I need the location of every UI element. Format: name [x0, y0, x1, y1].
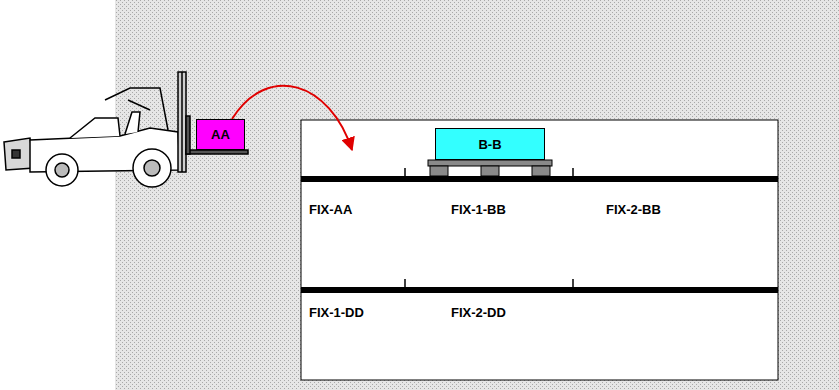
load-box: AA — [196, 119, 245, 150]
position-label: FIX-2-DD — [450, 305, 507, 320]
dotted-ground — [115, 0, 839, 390]
pallet — [428, 160, 552, 176]
position-label: FIX-2-BB — [605, 202, 662, 217]
lower-rail — [301, 287, 778, 293]
slot-tick — [572, 279, 574, 287]
position-label: FIX-1-BB — [450, 202, 507, 217]
box-label: AA — [211, 127, 230, 142]
forklift — [4, 72, 248, 187]
slot-tick — [404, 168, 406, 176]
rack-panel — [301, 120, 778, 380]
position-label: FIX-AA — [308, 202, 353, 217]
slot-tick — [572, 168, 574, 176]
move-arrow — [232, 86, 352, 150]
load-box: B-B — [435, 128, 545, 160]
slot-tick — [404, 279, 406, 287]
position-label: FIX-1-DD — [308, 305, 365, 320]
upper-rail — [301, 176, 778, 182]
box-label: B-B — [478, 137, 501, 152]
